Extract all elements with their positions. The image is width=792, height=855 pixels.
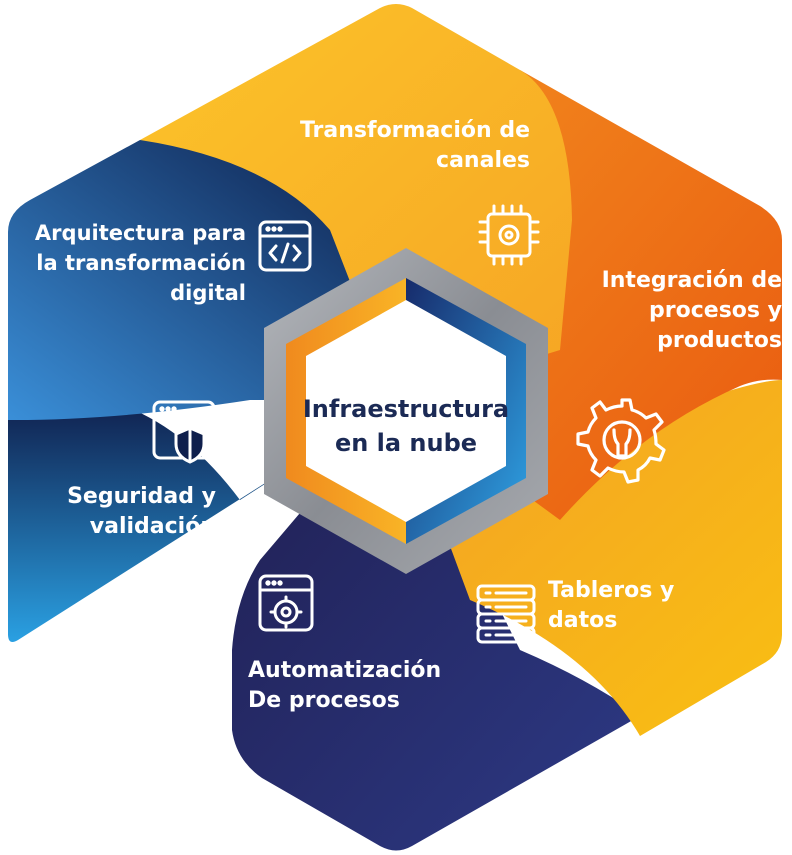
segment-bottom-left	[8, 394, 396, 642]
browser-code-icon	[258, 220, 312, 272]
label-canales-line-2: canales	[436, 148, 530, 173]
label-automatizacion-line-1: Automatización	[248, 658, 442, 683]
gear-wrench-icon	[576, 398, 666, 484]
label-integracion-line-1: Integración de	[601, 268, 782, 293]
label-transformacion-canales: Transformación de canales	[270, 116, 530, 176]
browser-gear-icon	[258, 574, 314, 632]
label-arquitectura-transformacion: Arquitectura para la transformación digi…	[4, 218, 246, 308]
label-seguridad-line-2: validación	[89, 514, 216, 539]
label-tableros-datos: Tableros y datos	[548, 576, 748, 636]
label-integracion-line-2: procesos y	[649, 298, 782, 323]
label-arquitectura-line-3: digital	[170, 281, 246, 305]
center-label-line-2: en la nube	[334, 429, 478, 457]
label-arquitectura-line-1: Arquitectura para	[34, 221, 246, 245]
center-label-line-1: Infraestructura	[302, 395, 510, 423]
label-seguridad-line-1: Seguridad y	[67, 484, 216, 509]
label-canales-line-1: Transformación de	[299, 118, 530, 143]
label-integracion-line-3: productos	[657, 328, 782, 353]
label-tableros-line-2: datos	[548, 608, 618, 633]
chip-gear-icon	[478, 204, 540, 266]
browser-shield-icon	[152, 400, 216, 464]
center-hex-face	[306, 300, 506, 522]
center-label: Infraestructura en la nube	[276, 392, 536, 460]
label-automatizacion-line-2: De procesos	[248, 688, 400, 713]
label-integracion-procesos: Integración de procesos y productos	[560, 266, 782, 356]
label-tableros-line-1: Tableros y	[548, 578, 675, 603]
server-stack-icon	[476, 584, 536, 644]
label-automatizacion-procesos: Automatización De procesos	[248, 656, 488, 716]
label-seguridad-validacion: Seguridad y validación	[20, 482, 216, 542]
label-arquitectura-line-2: la transformación	[36, 251, 246, 275]
